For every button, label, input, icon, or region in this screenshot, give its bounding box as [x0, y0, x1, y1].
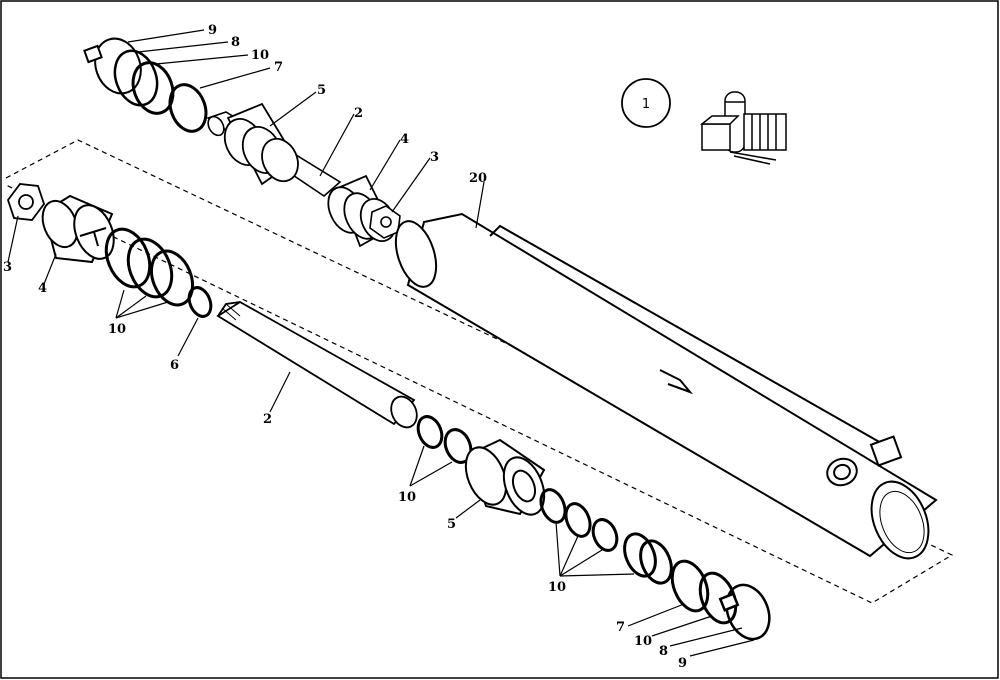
callout-labels: 9 8 10 7 5 2 4 3 20 3 4 10 6 2 10 5 10 7…	[3, 23, 687, 671]
top-retaining-clip	[83, 37, 142, 95]
left-piston	[41, 194, 115, 264]
callout-2-rod: 2	[263, 412, 272, 427]
callout-5-mid: 5	[447, 517, 456, 532]
callout-5-top: 5	[317, 83, 326, 98]
callout-10-top: 10	[251, 48, 269, 63]
callout-6-left: 6	[170, 358, 179, 373]
callout-9-bottom: 9	[678, 656, 687, 671]
cylinder-tube	[394, 212, 938, 560]
left-o-ring	[187, 286, 213, 318]
main-piston-rod	[216, 300, 418, 429]
callout-10-mid: 10	[398, 490, 416, 505]
reference-badge: 1	[621, 78, 671, 128]
assembly-dashed-outline	[5, 139, 954, 604]
lower-wiper-seal	[698, 571, 738, 625]
callout-9-top: 9	[208, 23, 217, 38]
lower-retaining-clip	[718, 583, 771, 641]
view-orientation-icon	[699, 91, 787, 165]
callout-3-top: 3	[430, 150, 439, 165]
left-seal-rings	[104, 227, 195, 307]
badge-label: 1	[642, 97, 650, 112]
lower-gland	[464, 438, 546, 516]
middle-seal-rings	[416, 415, 473, 464]
top-snap-ring	[168, 83, 208, 133]
leader-lines	[7, 29, 755, 657]
lower-snap-ring	[670, 559, 710, 613]
callout-2-top: 2	[354, 106, 363, 121]
callout-20-tube: 20	[469, 171, 487, 186]
callout-10-left: 10	[108, 322, 126, 337]
lower-seal-rings	[539, 488, 673, 585]
top-wiper-seal	[113, 49, 159, 107]
callout-10-bottom: 10	[634, 634, 652, 649]
callout-4-top: 4	[400, 132, 409, 147]
callout-3-left: 3	[3, 260, 12, 275]
top-seal-ring	[131, 61, 175, 115]
callout-8-bottom: 8	[659, 644, 668, 659]
callout-4-left: 4	[38, 281, 47, 296]
top-gland-head	[223, 102, 299, 186]
callout-10-bottom-group: 10	[548, 580, 566, 595]
callout-8-top: 8	[231, 35, 240, 50]
left-hex-nut	[6, 183, 46, 221]
callout-7-bottom: 7	[616, 620, 625, 635]
callout-7-top: 7	[274, 60, 283, 75]
